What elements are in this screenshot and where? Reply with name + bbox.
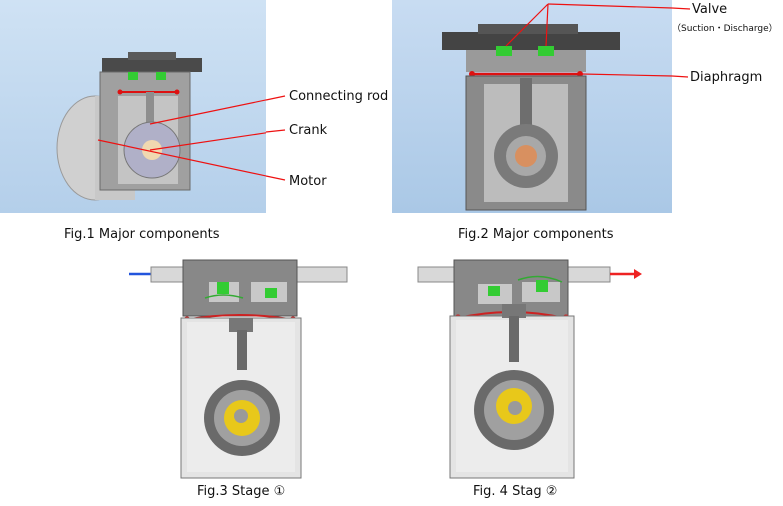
leader-valve-left xyxy=(505,3,549,47)
label-diaphragm: Diaphragm xyxy=(690,70,763,85)
fig1-leaders-overflow xyxy=(265,95,286,181)
fig2-caption: Fig.2 Major components xyxy=(458,227,614,242)
fig2-image xyxy=(392,0,672,213)
fig3-port-right xyxy=(296,266,348,283)
leader-motor xyxy=(97,139,266,177)
fig4-caption: Fig. 4 Stag ② xyxy=(473,484,558,499)
label-valve-note: （Suction・Discharge） xyxy=(672,24,778,34)
fig1-image xyxy=(0,0,266,213)
fig3-head xyxy=(182,259,298,317)
fig2-valve-right xyxy=(538,46,554,56)
leader-connecting-rod xyxy=(149,99,266,125)
leader-valve-right xyxy=(545,3,549,47)
fig1-connecting-rod xyxy=(146,92,154,132)
fig3-valve-left xyxy=(217,282,229,294)
fig4-image xyxy=(414,258,644,481)
fig4-port-right xyxy=(567,266,611,283)
fig4-valve-right xyxy=(536,280,548,292)
fig2-valve-left xyxy=(496,46,512,56)
leader-crank xyxy=(149,132,266,151)
fig3-connecting-rod xyxy=(229,318,253,332)
fig3-port-left xyxy=(150,266,184,283)
leader-diaphragm xyxy=(581,73,672,77)
leader-valve xyxy=(547,3,672,9)
fig3-valve-right xyxy=(265,288,277,298)
fig3-image xyxy=(127,258,352,481)
label-motor: Motor xyxy=(289,174,327,189)
fig4-connecting-rod xyxy=(502,304,526,318)
fig1-caption: Fig.1 Major components xyxy=(64,227,220,242)
fig1-drawing xyxy=(56,52,266,201)
fig4-port-left xyxy=(417,266,455,283)
label-crank: Crank xyxy=(289,123,328,138)
fig2-connecting-rod xyxy=(520,78,532,126)
label-connecting-rod: Connecting rod xyxy=(289,89,389,104)
fig1-top-port xyxy=(102,58,202,72)
fig3-caption: Fig.3 Stage ① xyxy=(197,484,286,499)
fig1-valve-left xyxy=(128,72,138,80)
label-valve: Valve xyxy=(692,2,728,17)
fig2-top-port xyxy=(442,32,620,50)
fig4-drawing xyxy=(417,259,642,479)
fig2-drawing xyxy=(442,3,672,211)
fig3-drawing xyxy=(129,259,348,479)
fig4-valve-left xyxy=(488,286,500,296)
fig2-leaders-overflow xyxy=(671,7,691,78)
fig1-valve-right xyxy=(156,72,166,80)
